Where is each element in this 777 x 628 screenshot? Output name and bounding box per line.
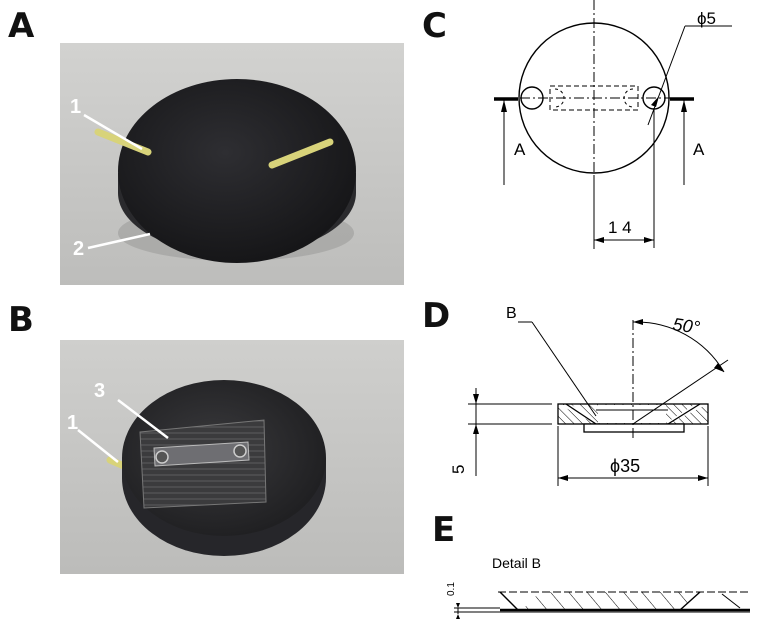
drawing-d: B 50° 5 ϕ35	[449, 305, 729, 486]
height-label: 5	[449, 465, 468, 474]
thickness-label: 0.1	[446, 582, 457, 596]
panel-b-letter: B	[8, 300, 34, 340]
photo-a-callout-1: 1	[70, 96, 82, 118]
disk-top	[118, 79, 356, 263]
section-label-right: A	[693, 140, 705, 159]
inlet-port	[155, 450, 169, 464]
detail-b-label: B	[506, 305, 517, 322]
drawing-c: ϕ5 A A 1 4	[494, 0, 732, 250]
photo-b-callout-3: 3	[94, 380, 106, 402]
chip	[139, 419, 267, 509]
detail-b-leader	[531, 321, 597, 417]
photo-b-callout-1: 1	[67, 412, 79, 434]
detail-cone-left	[499, 591, 519, 611]
callout-2-line	[87, 232, 151, 250]
section-chip	[583, 423, 685, 433]
section-label-left: A	[514, 140, 526, 159]
photo-b-drawing	[60, 340, 404, 574]
diameter-label: ϕ35	[610, 456, 640, 476]
detail-hatch	[502, 592, 698, 610]
panel-e-letter: E	[432, 510, 456, 550]
callout-1-line	[83, 113, 143, 151]
detail-cone-right	[679, 591, 701, 611]
microchannel	[153, 441, 250, 467]
hole-left	[520, 86, 544, 110]
outlet-port	[233, 444, 247, 458]
panel-d-letter: D	[422, 296, 451, 336]
drawing-e: Detail B 0.1	[446, 555, 750, 619]
dimension-label-14: 1 4	[608, 218, 632, 237]
panel-a-letter: A	[8, 6, 35, 46]
photo-a-drawing	[60, 43, 404, 285]
callout-3-line	[117, 399, 169, 439]
hidden-chip-outline	[549, 85, 639, 111]
angle-label: 50°	[671, 314, 701, 338]
photo-a-callout-2: 2	[73, 238, 85, 260]
photo-b	[60, 340, 404, 574]
diameter-label: ϕ5	[697, 9, 716, 28]
photo-a	[60, 43, 404, 285]
cone-edge-left	[565, 403, 597, 425]
angle-arc	[632, 321, 725, 373]
detail-b-title: Detail B	[492, 555, 541, 571]
cone-edge-right	[667, 403, 701, 425]
tube-right	[268, 138, 334, 169]
panel-c-letter: C	[422, 6, 447, 46]
callout-1-line	[77, 429, 119, 463]
tube-left	[106, 456, 128, 470]
